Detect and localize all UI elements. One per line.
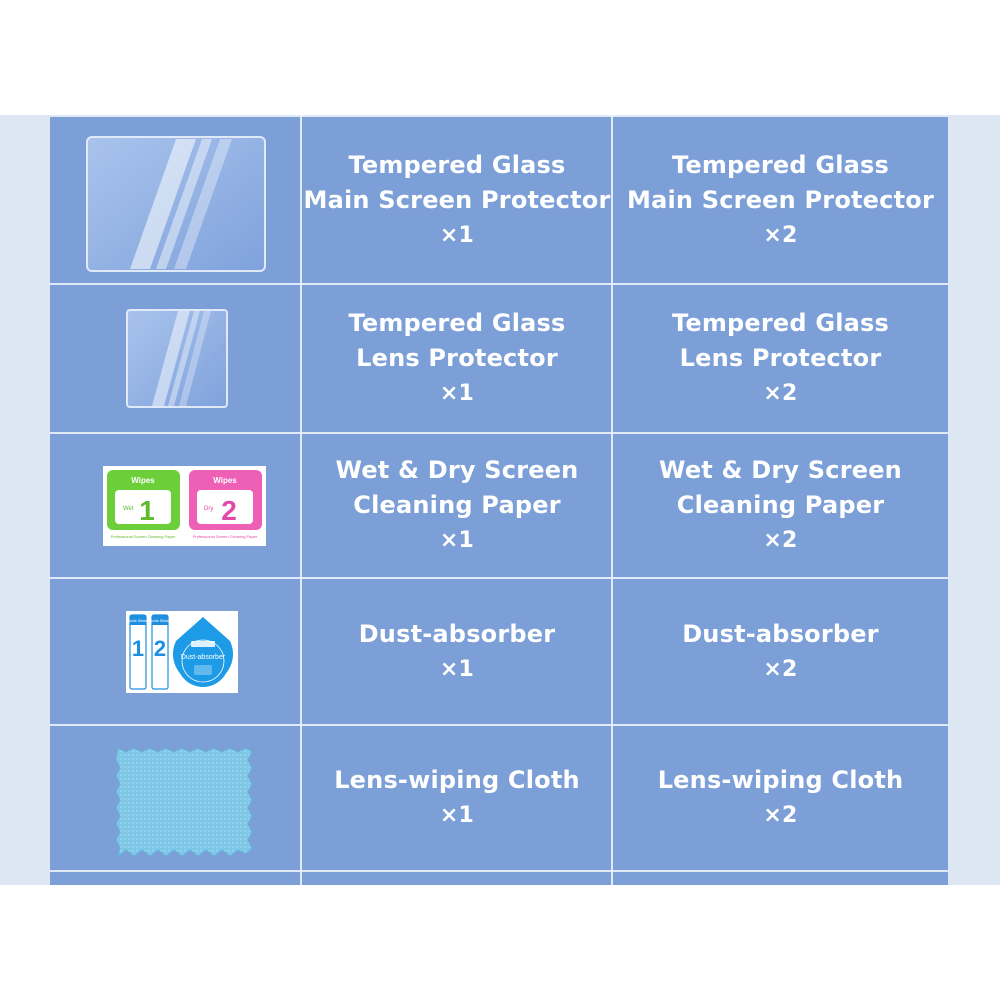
- item-name-line2: Lens Protector: [356, 344, 558, 372]
- item-name-line1: Tempered Glass: [671, 150, 890, 179]
- item-name-line2: Cleaning Paper: [676, 491, 885, 519]
- quantity-cell-double: Wet & Dry Screen Cleaning Paper ×2: [613, 434, 948, 577]
- item-name-line2: Main Screen Protector: [627, 185, 934, 214]
- table-row: Tempered Glass Lens Protector ×1 Tempere…: [50, 285, 948, 432]
- item-quantity: ×2: [763, 803, 798, 828]
- image-cell: [50, 726, 300, 870]
- quantity-cell-single: Tempered Glass Lens Protector ×1: [302, 285, 612, 432]
- item-name-line1: Dust-absorber: [358, 619, 556, 648]
- quantity-cell-single: Wet & Dry Screen Cleaning Paper ×1: [302, 434, 612, 577]
- quantity-cell-double: Lens-wiping Cloth ×2: [613, 726, 948, 870]
- guide-sticker-label-2: Guide Sticker: [149, 619, 171, 623]
- wipe-caption-dry: Professional Screen Cleaning Paper: [193, 534, 258, 539]
- wipe-title-wet: Wipes: [131, 476, 155, 485]
- table-row: Lens-wiping Cloth ×1 Lens-wiping Cloth ×…: [50, 726, 948, 870]
- wipe-caption-wet: Professional Screen Cleaning Paper: [111, 534, 176, 539]
- wet-dry-wipes-image: Wipes Wipes 1 2 Wet Dry Professional Scr…: [103, 466, 266, 546]
- item-name-line2: Main Screen Protector: [303, 185, 611, 214]
- item-quantity: ×2: [763, 222, 798, 248]
- item-name-line1: Wet & Dry Screen: [659, 456, 902, 484]
- package-contents-table: Tempered Glass Main Screen Protector ×1 …: [50, 115, 948, 885]
- table-row: Tempered Glass Main Screen Protector ×1 …: [50, 117, 948, 283]
- item-quantity: ×1: [439, 528, 475, 553]
- item-quantity: ×1: [439, 656, 475, 682]
- dust-absorber-image: 1 2 Guide Sticker Guide Sticker Dust-abs…: [126, 611, 238, 693]
- row-divider: [50, 577, 948, 579]
- dust-absorber-sticker-label: Dust-absorber: [181, 654, 226, 661]
- item-name-line1: Tempered Glass: [671, 309, 890, 337]
- row-divider: [50, 724, 948, 726]
- svg-text:1: 1: [132, 636, 144, 661]
- lens-protector-image: [126, 309, 228, 408]
- left-side-band: [0, 115, 50, 885]
- item-quantity: ×1: [439, 381, 475, 406]
- image-cell: 1 2 Guide Sticker Guide Sticker Dust-abs…: [50, 579, 300, 724]
- row-divider: [50, 870, 948, 872]
- main-screen-protector-image: [86, 136, 266, 272]
- item-quantity: ×1: [439, 222, 475, 248]
- right-side-band: [948, 115, 1000, 885]
- item-quantity: ×2: [763, 656, 798, 682]
- item-quantity: ×2: [763, 381, 798, 406]
- item-quantity: ×2: [763, 528, 798, 553]
- item-name-line1: Lens-wiping Cloth: [334, 766, 580, 794]
- row-divider: [50, 115, 948, 117]
- wipe-number-1: 1: [139, 495, 155, 526]
- quantity-cell-single: Tempered Glass Main Screen Protector ×1: [302, 117, 612, 283]
- item-name-line2: Cleaning Paper: [353, 491, 561, 519]
- item-name-line1: Lens-wiping Cloth: [657, 766, 904, 794]
- row-divider: [50, 283, 948, 285]
- row-divider: [50, 432, 948, 434]
- image-cell: [50, 285, 300, 432]
- quantity-cell-single: Dust-absorber ×1: [302, 579, 612, 724]
- item-quantity: ×1: [439, 803, 475, 828]
- wipe-title-dry: Wipes: [213, 476, 237, 485]
- column-divider: [611, 115, 613, 885]
- table-row: 1 2 Guide Sticker Guide Sticker Dust-abs…: [50, 579, 948, 724]
- image-cell: Wipes Wipes 1 2 Wet Dry Professional Scr…: [50, 434, 300, 577]
- image-cell: [50, 117, 300, 283]
- table-row: Wipes Wipes 1 2 Wet Dry Professional Scr…: [50, 434, 948, 577]
- quantity-cell-double: Tempered Glass Lens Protector ×2: [613, 285, 948, 432]
- wipe-number-2: 2: [221, 495, 237, 526]
- quantity-cell-double: Dust-absorber ×2: [613, 579, 948, 724]
- svg-text:2: 2: [154, 636, 166, 661]
- item-name-line1: Wet & Dry Screen: [335, 456, 579, 484]
- guide-sticker-label-1: Guide Sticker: [127, 619, 149, 623]
- quantity-cell-single: Lens-wiping Cloth ×1: [302, 726, 612, 870]
- item-name-line1: Dust-absorber: [682, 619, 879, 648]
- item-name-line1: Tempered Glass: [348, 309, 566, 337]
- item-name-line2: Lens Protector: [679, 344, 882, 372]
- quantity-cell-double: Tempered Glass Main Screen Protector ×2: [613, 117, 948, 283]
- column-divider: [300, 115, 302, 885]
- item-name-line1: Tempered Glass: [348, 150, 566, 179]
- wipe-tag-dry: Dry: [204, 506, 213, 512]
- wipe-tag-wet: Wet: [123, 506, 134, 512]
- lens-wiping-cloth-image: [115, 747, 253, 858]
